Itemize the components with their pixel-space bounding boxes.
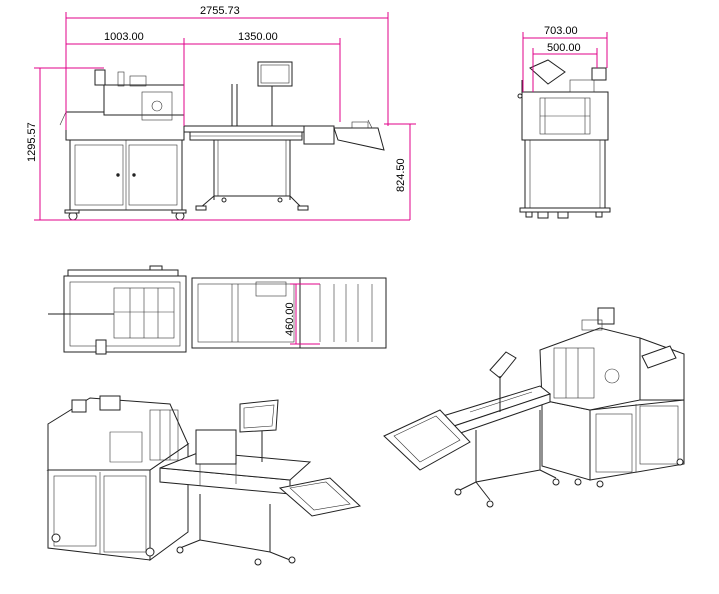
dimension-conveyor-length: 1350.00 <box>238 31 278 43</box>
front-view: 2755.73 1003.00 1350.00 1295.57 824.50 <box>26 5 416 221</box>
dimension-side-body-width: 500.00 <box>547 42 581 54</box>
dimension-side-width: 703.00 <box>544 25 578 37</box>
isometric-view-left <box>46 395 362 566</box>
side-view: 703.00 500.00 <box>517 25 611 219</box>
dimension-total-length: 2755.73 <box>200 5 240 17</box>
dimension-total-height: 1295.57 <box>26 122 38 162</box>
dimension-top-width: 460.00 <box>284 302 296 336</box>
isometric-view-right <box>383 307 685 508</box>
dimension-table-height: 824.50 <box>395 158 407 192</box>
dimension-feeder-length: 1003.00 <box>104 31 144 43</box>
top-view: 460.00 <box>48 265 387 355</box>
